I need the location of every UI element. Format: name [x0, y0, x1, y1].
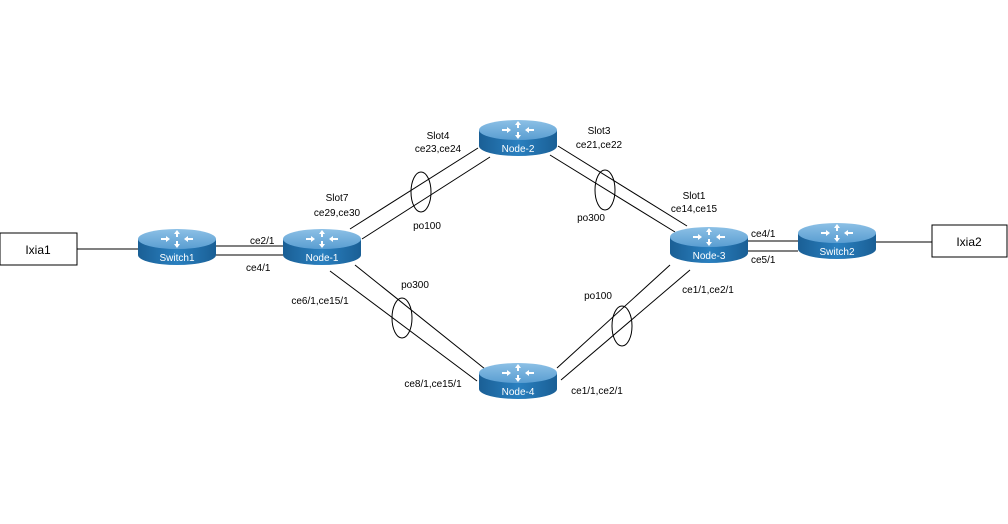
bundle-ellipse-po100-n1n2: [410, 171, 432, 213]
port-label: ce23,ce24: [415, 144, 462, 155]
port-label: ce21,ce22: [576, 140, 623, 151]
bundle-ellipse-po300-n2n3: [594, 169, 616, 211]
node4-label: Node-4: [502, 387, 535, 398]
ixia2-label: Ixia2: [956, 235, 982, 249]
link-node2-node3-b: [549, 154, 676, 233]
bundle-label: po300: [577, 213, 605, 224]
slot-label: Slot4: [427, 131, 450, 142]
port-labels: ce2/1 ce4/1 Slot7 ce29,ce30 Slot4 ce23,c…: [246, 126, 776, 397]
port-label: ce8/1,ce15/1: [404, 379, 462, 390]
link-node1-node2-b: [361, 156, 491, 240]
port-label: ce4/1: [246, 263, 271, 274]
ixia1-label: Ixia1: [25, 243, 51, 257]
port-label: ce1/1,ce2/1: [571, 386, 623, 397]
node3-label: Node-3: [693, 251, 726, 262]
slot-label: Slot7: [326, 193, 349, 204]
slot-label: Slot3: [588, 126, 611, 137]
link-node1-node4-a: [354, 264, 486, 370]
bundle-ellipse-po100-n4n3: [611, 305, 633, 347]
link-node4-node3-b: [560, 269, 691, 381]
port-label: ce4/1: [751, 229, 776, 240]
node2-label: Node-2: [502, 144, 535, 155]
ixia2-box[interactable]: Ixia2: [931, 224, 1008, 258]
bundle-label: po100: [413, 221, 441, 232]
switch2-label: Switch2: [819, 247, 854, 258]
link-node1-node2-a: [349, 147, 479, 230]
node3-device[interactable]: Node-3: [670, 227, 748, 263]
switch2-device[interactable]: Switch2: [798, 223, 876, 259]
bundle-markers: [391, 169, 633, 347]
bundle-ellipse-po300-n1n4: [391, 297, 413, 339]
port-label: ce1/1,ce2/1: [682, 285, 734, 296]
port-label: ce29,ce30: [314, 208, 361, 219]
port-label: ce14,ce15: [671, 204, 718, 215]
bundle-label: po100: [584, 291, 612, 302]
node1-label: Node-1: [306, 253, 339, 264]
port-label: ce6/1,ce15/1: [291, 296, 349, 307]
node4-device[interactable]: Node-4: [479, 363, 557, 399]
port-label: ce2/1: [250, 236, 275, 247]
node2-device[interactable]: Node-2: [479, 120, 557, 156]
link-node2-node3-a: [557, 145, 688, 227]
bundle-label: po300: [401, 280, 429, 291]
node1-device[interactable]: Node-1: [283, 229, 361, 265]
slot-label: Slot1: [683, 191, 706, 202]
ixia1-box[interactable]: Ixia1: [0, 232, 78, 266]
switch1-label: Switch1: [159, 253, 194, 264]
port-label: ce5/1: [751, 255, 776, 266]
link-node1-node4-b: [329, 270, 478, 382]
links: [77, 145, 932, 382]
switch1-device[interactable]: Switch1: [138, 229, 216, 265]
